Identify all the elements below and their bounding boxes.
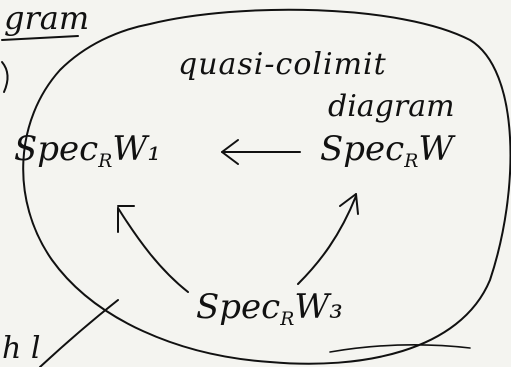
fragment-bracket <box>1 61 9 93</box>
fragment-top-left: gram <box>4 0 90 37</box>
diagram-title-line2: diagram <box>328 89 455 124</box>
node-w3-suffix: W₃ <box>294 287 343 327</box>
node-w1-prefix: Spec <box>14 129 99 169</box>
node-w1-suffix: W₁ <box>112 129 161 169</box>
diagram-title-line1: quasi-colimit <box>178 47 387 82</box>
node-w-prefix: Spec <box>320 129 405 169</box>
node-w-subscript: R <box>404 150 419 172</box>
arrow-w3-to-w <box>297 193 359 285</box>
arrow-w3-to-w1 <box>117 205 189 293</box>
node-spec-w1: SpecRW₁ <box>14 129 161 170</box>
fragment-underline <box>1 35 79 41</box>
fragment-underline-bottom <box>329 344 471 353</box>
node-spec-w: SpecRW <box>320 129 454 170</box>
node-spec-w3: SpecRW₃ <box>196 287 343 328</box>
quasi-colimit-ellipse <box>22 8 511 365</box>
fragment-line <box>39 299 119 367</box>
fragment-bottom-left: h l <box>2 331 41 366</box>
node-w-suffix: W <box>418 129 454 169</box>
arrow-w-to-w1 <box>221 139 301 165</box>
node-w3-subscript: R <box>280 308 295 330</box>
node-w1-subscript: R <box>98 150 113 172</box>
node-w3-prefix: Spec <box>196 287 281 327</box>
